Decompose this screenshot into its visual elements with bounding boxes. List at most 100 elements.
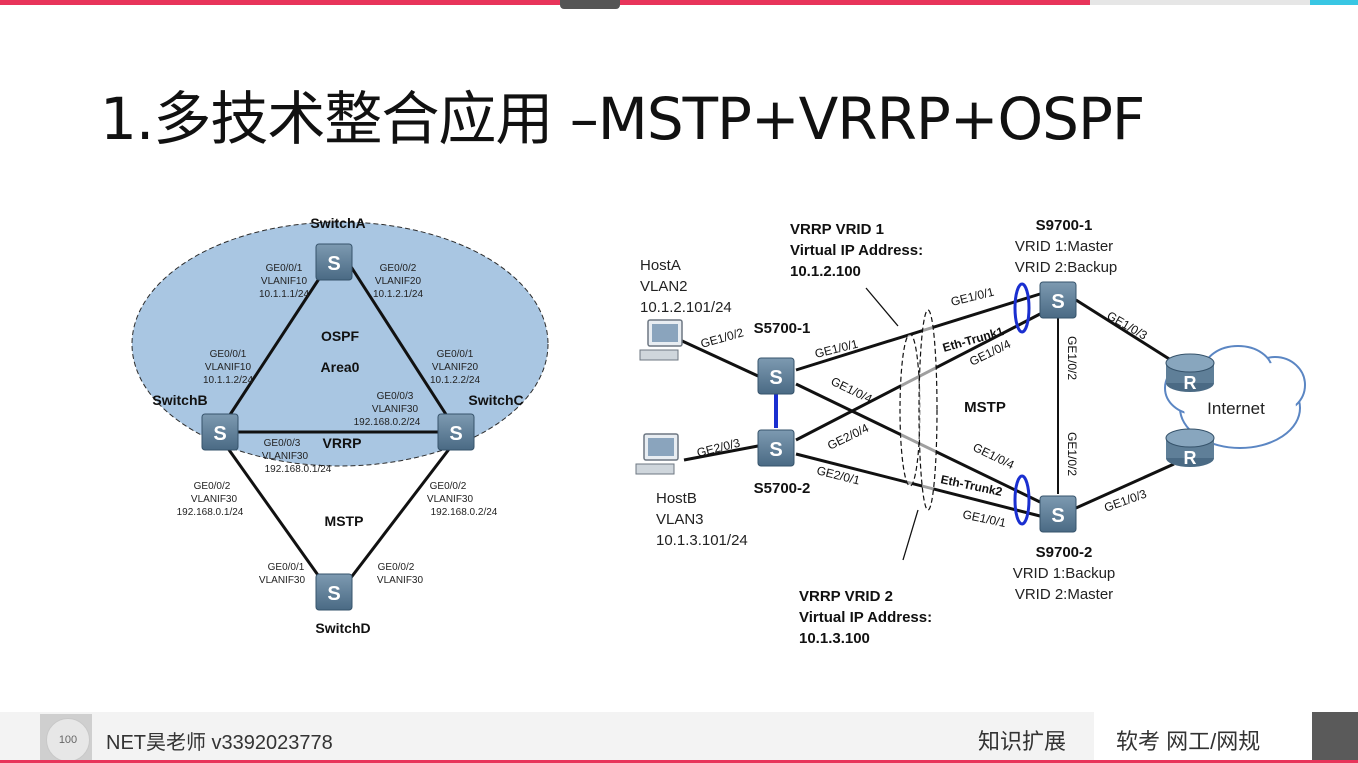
ospf-label: OSPF [321, 328, 360, 344]
port-s91-ge101: GE1/0/1 [949, 285, 995, 309]
svg-text:GE0/0/2: GE0/0/2 [194, 481, 231, 492]
svg-text:VRRP VRID 1: VRRP VRID 1 [790, 221, 884, 238]
switch-b-glyph: S [213, 423, 226, 445]
slide-handle[interactable] [560, 0, 620, 9]
port-s92-ge104: GE1/0/4 [971, 440, 1017, 472]
eth-trunk2-label: Eth-Trunk2 [939, 472, 1004, 499]
svg-text:10.1.2.1/24: 10.1.2.1/24 [373, 289, 423, 300]
label-a-left: GE0/0/1 VLANIF10 10.1.1.1/24 [259, 263, 309, 300]
port-hosta: GE1/0/2 [699, 325, 745, 351]
svg-text:GE0/0/1: GE0/0/1 [266, 263, 303, 274]
svg-text:10.1.2.2/24: 10.1.2.2/24 [430, 375, 480, 386]
svg-text:HostA: HostA [640, 257, 681, 274]
footer-accent-line [0, 760, 1358, 763]
link-hostb-s5700-2 [683, 444, 759, 462]
switch-c-glyph: S [449, 423, 462, 445]
eth-trunk1-ring [1013, 282, 1031, 334]
svg-text:VLANIF20: VLANIF20 [432, 362, 479, 373]
hosta-pc[interactable] [639, 319, 683, 361]
eth-trunk2-ring [1013, 474, 1031, 526]
switch-b-name: SwitchB [152, 392, 207, 408]
link-c-d [338, 439, 458, 593]
link-s2-s92 [795, 452, 1041, 518]
label-c-top: GE0/0/1 VLANIF20 10.1.2.2/24 [430, 349, 480, 386]
vrrp1-note: VRRP VRID 1 Virtual IP Address: 10.1.2.1… [790, 221, 923, 280]
s9700-2-glyph: S [1051, 505, 1064, 527]
svg-text:10.1.2.100: 10.1.2.100 [790, 263, 861, 280]
svg-text:VLANIF30: VLANIF30 [377, 575, 424, 586]
top-accent-gray [1090, 0, 1310, 5]
port-s2-ge201: GE2/0/1 [815, 463, 861, 487]
vrrp1-pointer [865, 287, 899, 327]
svg-text:10.1.2.101/24: 10.1.2.101/24 [640, 299, 732, 316]
mstp-label-right: MSTP [964, 399, 1006, 416]
svg-text:GE0/0/1: GE0/0/1 [210, 349, 247, 360]
port-hostb: GE2/0/3 [695, 436, 741, 460]
link-b-d [220, 439, 332, 593]
svg-text:GE0/0/2: GE0/0/2 [380, 263, 417, 274]
svg-text:Virtual IP Address:: Virtual IP Address: [799, 609, 932, 626]
label-b-right: GE0/0/3 VLANIF30 192.168.0.1/24 [262, 438, 332, 475]
switch-d-name: SwitchD [315, 620, 370, 636]
s5700-1-glyph: S [769, 367, 782, 389]
router-2[interactable]: R [1165, 428, 1215, 468]
svg-text:192.168.0.1/24: 192.168.0.1/24 [177, 507, 244, 518]
vrrp-label: VRRP [323, 435, 362, 451]
switch-a-glyph: S [327, 253, 340, 275]
hostb-info: HostB VLAN3 10.1.3.101/24 [656, 490, 748, 549]
svg-text:HostB: HostB [656, 490, 697, 507]
svg-text:VLANIF10: VLANIF10 [261, 276, 308, 287]
label-c-left: GE0/0/3 VLANIF30 192.168.0.2/24 [354, 391, 421, 428]
port-s92-ge102: GE1/0/2 [1065, 432, 1079, 476]
svg-text:VLAN3: VLAN3 [656, 511, 704, 528]
right-diagram: Internet [635, 217, 1306, 647]
s9700-2-switch[interactable]: S [1039, 495, 1077, 533]
label-d-right: GE0/0/2 VLANIF30 [377, 562, 424, 586]
svg-text:10.1.3.100: 10.1.3.100 [799, 630, 870, 647]
mstp-label-left: MSTP [325, 513, 364, 529]
s9700-1-switch[interactable]: S [1039, 281, 1077, 319]
label-b-bottom: GE0/0/2 VLANIF30 192.168.0.1/24 [177, 481, 244, 518]
s5700-2-switch[interactable]: S [757, 429, 795, 467]
s5700-1-switch[interactable]: S [757, 357, 795, 395]
svg-text:VLANIF30: VLANIF30 [427, 494, 474, 505]
svg-text:GE0/0/3: GE0/0/3 [264, 438, 301, 449]
router-1[interactable]: R [1165, 353, 1215, 393]
svg-text:GE0/0/2: GE0/0/2 [378, 562, 415, 573]
link-s92-router2 [1075, 462, 1175, 510]
switch-d[interactable]: S [315, 573, 353, 611]
port-s2-ge204: GE2/0/4 [825, 421, 871, 453]
knowledge-label: 知识扩展 [978, 729, 1067, 754]
s9700-1-name: S9700-1 [1036, 217, 1093, 234]
port-s91-ge103: GE1/0/3 [1105, 308, 1150, 342]
svg-text:192.168.0.1/24: 192.168.0.1/24 [265, 464, 332, 475]
svg-text:VLANIF30: VLANIF30 [262, 451, 309, 462]
svg-text:GE0/0/1: GE0/0/1 [437, 349, 474, 360]
s9700-2-role2: VRID 2:Master [1015, 586, 1113, 603]
switch-c[interactable]: S [437, 413, 475, 451]
svg-text:VLANIF30: VLANIF30 [259, 575, 306, 586]
network-diagrams: S SwitchA S SwitchB S SwitchC S SwitchD … [131, 215, 1306, 647]
brand-box: 软考 网工/网规 [1094, 712, 1312, 760]
switch-a[interactable]: S [315, 243, 353, 281]
hosta-info: HostA VLAN2 10.1.2.101/24 [640, 257, 732, 316]
top-accent-red [0, 0, 1090, 5]
link-a-b [218, 261, 332, 431]
s5700-1-name: S5700-1 [754, 320, 811, 337]
label-c-bottom: GE0/0/2 VLANIF30 192.168.0.2/24 [427, 481, 498, 518]
svg-text:GE0/0/3: GE0/0/3 [377, 391, 414, 402]
teacher-info: NET昊老师 v3392023778 [106, 732, 333, 754]
s5700-2-glyph: S [769, 439, 782, 461]
svg-text:VLANIF30: VLANIF30 [372, 404, 419, 415]
avatar[interactable]: 100 [46, 718, 90, 762]
router-2-glyph: R [1184, 448, 1197, 468]
internet-label: Internet [1207, 399, 1265, 418]
s9700-1-glyph: S [1051, 291, 1064, 313]
svg-text:VLANIF10: VLANIF10 [205, 362, 252, 373]
port-s92-ge101: GE1/0/1 [961, 507, 1007, 530]
switch-b[interactable]: S [201, 413, 239, 451]
vrrp-group-2 [918, 309, 938, 511]
switch-d-glyph: S [327, 583, 340, 605]
label-b-top: GE0/0/1 VLANIF10 10.1.1.2/24 [203, 349, 253, 386]
hostb-pc[interactable] [635, 433, 679, 475]
